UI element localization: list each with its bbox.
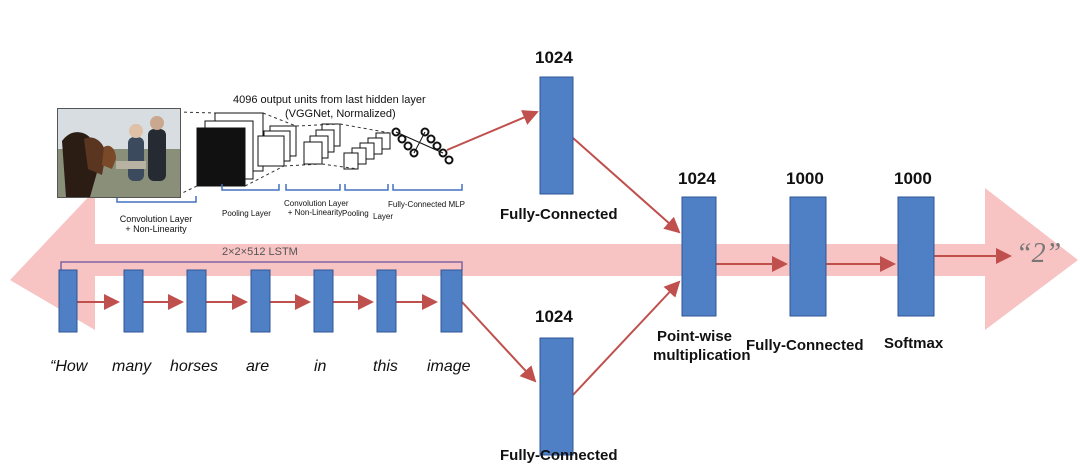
lstm-bracket xyxy=(60,261,463,270)
lstm-label: 2×2×512 LSTM xyxy=(222,246,298,258)
question-word: many xyxy=(112,358,152,375)
conv-layer-label: Convolution Layer + Non-Linearity xyxy=(101,214,211,234)
vgg-caption-line2: (VGGNet, Normalized) xyxy=(285,108,396,120)
softmax-box xyxy=(897,196,935,317)
question-word: horses xyxy=(170,358,219,375)
arrow-lstm-to-fc xyxy=(461,301,537,383)
conv-layer-2-label: Convolution Layer + Non-Linearity xyxy=(284,199,349,217)
lstm-cell xyxy=(440,269,463,333)
conv-layer-2-title: Convolution Layer xyxy=(284,199,349,208)
arrow-fc-bottom-to-fusion xyxy=(572,280,681,396)
lstm-cell xyxy=(313,269,334,333)
lstm-cell xyxy=(58,269,78,333)
fusion-label-line1: Point-wise xyxy=(657,328,733,345)
cnn-layer-stack xyxy=(196,112,391,187)
fc-question-label: Fully-Connected xyxy=(500,447,618,464)
fc-question-dim: 1024 xyxy=(535,307,573,326)
fc-image-dim: 1024 xyxy=(535,48,573,67)
fusion-dim: 1024 xyxy=(678,169,716,188)
pointwise-mult-box xyxy=(681,196,717,317)
lstm-cell xyxy=(250,269,271,333)
fc-mlp-label: Fully-Connected MLP xyxy=(388,200,465,209)
arrow-fc-top-to-fusion xyxy=(572,137,681,234)
fusion-label-line2: multiplication xyxy=(653,347,751,364)
pooling-layer-2-label: Pooling xyxy=(342,209,369,218)
lstm-cell xyxy=(376,269,397,333)
arrow-image-to-fc xyxy=(446,110,539,151)
pipeline-band-arrow xyxy=(10,188,1078,330)
question-word: are xyxy=(246,358,270,375)
input-image-horses xyxy=(57,108,181,198)
lstm-cell xyxy=(123,269,144,333)
fc-image-box xyxy=(539,76,574,195)
conv-layer-title: Convolution Layer xyxy=(119,214,193,224)
softmax-dim: 1000 xyxy=(894,169,932,188)
pooling-layer-2-suffix: Layer xyxy=(373,212,394,221)
mlp-nodes xyxy=(391,127,454,165)
fc-question-box xyxy=(539,337,574,456)
question-word: image xyxy=(427,358,471,375)
answer-text: “2” xyxy=(1016,238,1062,269)
lstm-cells xyxy=(58,269,463,333)
vgg-caption-line1: 4096 output units from last hidden layer xyxy=(233,94,426,106)
question-word: this xyxy=(373,358,398,375)
softmax-label: Softmax xyxy=(884,335,944,352)
fc-1000-box xyxy=(789,196,827,317)
cnn-brackets xyxy=(116,184,463,203)
conv-layer-2-sub: + Non-Linearity xyxy=(287,208,343,217)
fc-image-label: Fully-Connected xyxy=(500,206,618,223)
fc-1000-label: Fully-Connected xyxy=(746,337,864,354)
question-word: in xyxy=(314,358,327,375)
cnn-connection-lines xyxy=(177,111,391,196)
question-word: “How xyxy=(50,358,88,375)
lstm-cell xyxy=(186,269,207,333)
fc-1000-dim: 1000 xyxy=(786,169,824,188)
pooling-layer-label: Pooling Layer xyxy=(222,209,271,218)
conv-layer-sub: + Non-Linearity xyxy=(125,224,187,234)
flow-arrows xyxy=(77,110,1012,396)
